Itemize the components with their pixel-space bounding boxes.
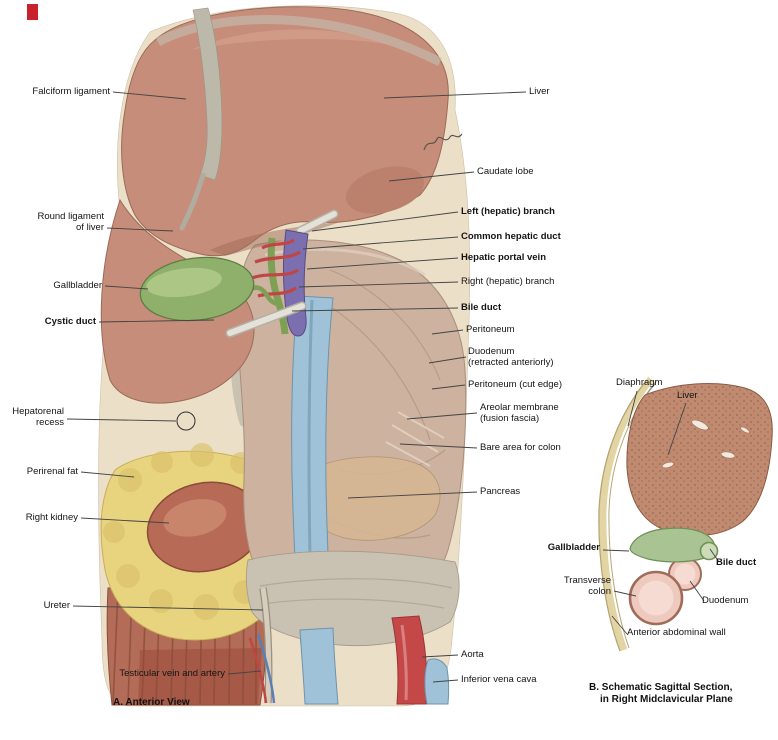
ureter-shape [259, 587, 273, 704]
red-corner-mark [27, 4, 38, 20]
label-aorta: Aorta [461, 649, 484, 660]
label-bile-duct: Bile duct [461, 302, 502, 313]
label-peritoneum: Peritoneum [466, 324, 515, 335]
caption-figure-b-line2: in Right Midclavicular Plane [600, 694, 733, 705]
figure-b-artwork [598, 376, 773, 652]
round-ligament-shape [179, 172, 206, 231]
label-caudate-lobe: Caudate lobe [477, 166, 534, 177]
cystic-duct-shape [248, 285, 283, 306]
peritoneum-drape-shape [245, 550, 460, 647]
aorta-shape [391, 615, 428, 705]
label-right-kidney: Right kidney [25, 512, 78, 523]
hepatic-portal-vein-shape [282, 229, 309, 337]
label-left-hepatic-branch: Left (hepatic) branch [461, 206, 555, 217]
figb-bile-duct-shape [699, 541, 719, 561]
label-right-hepatic-branch: Right (hepatic) branch [461, 276, 555, 287]
label-testicular-vessels: Testicular vein and artery [119, 668, 225, 679]
porta-hepatis-cluster [225, 209, 339, 338]
label-peritoneum-cut-edge: Peritoneum (cut edge) [468, 379, 562, 390]
label-common-hepatic-duct: Common hepatic duct [461, 231, 561, 242]
hepatic-artery-shape [251, 238, 301, 298]
caption-figure-b-line1: B. Schematic Sagittal Section, [589, 682, 733, 693]
label-b-duodenum: Duodenum [702, 595, 749, 606]
label-b-transverse-colon: Transverse colon [563, 575, 611, 597]
label-falciform-ligament: Falciform ligament [32, 86, 110, 97]
right-kidney-shape [146, 481, 264, 573]
label-b-diaphragm: Diaphragm [616, 377, 663, 388]
signature-squiggle [423, 133, 463, 151]
hepatorenal-recess-marker [176, 411, 196, 431]
label-cystic-duct: Cystic duct [44, 316, 96, 327]
falciform-ligament-shape [179, 7, 223, 231]
figure-a-artwork [98, 5, 471, 707]
label-areolar-membrane: Areolar membrane (fusion fascia) [480, 402, 559, 424]
figb-liver-shape [626, 383, 773, 537]
label-perirenal-fat: Perirenal fat [26, 466, 78, 477]
label-pancreas: Pancreas [480, 486, 521, 497]
label-hepatic-portal-vein: Hepatic portal vein [461, 252, 546, 263]
label-liver: Liver [529, 86, 550, 97]
gallbladder-shape [139, 256, 255, 322]
vena-cava-lower-shape [299, 627, 339, 705]
label-ureter: Ureter [43, 600, 70, 611]
testicular-vessels-shape [248, 633, 276, 704]
label-b-gallbladder: Gallbladder [547, 542, 600, 553]
label-round-ligament: Round ligament of liver [37, 211, 104, 233]
label-duodenum-retracted: Duodenum (retracted anteriorly) [468, 346, 554, 368]
label-b-liver: Liver [677, 390, 698, 401]
figb-transverse-colon-shape [628, 570, 684, 626]
label-b-bile-duct: Bile duct [716, 557, 757, 568]
label-b-anterior-abdominal-wall: Anterior abdominal wall [627, 627, 726, 638]
label-bare-area-colon: Bare area for colon [480, 442, 561, 453]
label-gallbladder: Gallbladder [53, 280, 102, 291]
leader-lines [66, 91, 720, 683]
label-hepatorenal-recess: Hepatorenal recess [12, 406, 64, 428]
caudate-lobe-shape [345, 166, 425, 214]
label-inferior-vena-cava: Inferior vena cava [461, 674, 537, 685]
caption-figure-a: A. Anterior View [113, 697, 190, 708]
